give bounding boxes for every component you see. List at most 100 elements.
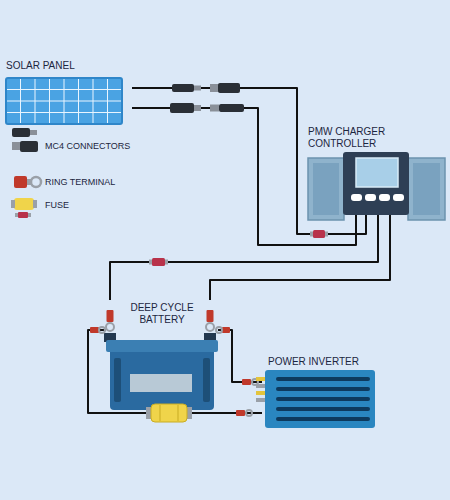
mc4-connectors-part (194, 105, 201, 111)
inverter-drawing-part (276, 417, 370, 421)
ring-terminals-part (246, 410, 252, 416)
legend-icons-part (31, 177, 41, 187)
main-fuse-part (178, 405, 179, 421)
main-fuse (146, 404, 192, 422)
legend-icons-part (14, 176, 27, 188)
mc4-connectors-part (210, 84, 219, 92)
main-fuse-part (160, 405, 161, 421)
legend-icons-part (15, 213, 18, 217)
solar-panel-drawing-part (7, 79, 121, 123)
inline-fuses (149, 230, 328, 266)
ring-terminals-part (216, 327, 222, 333)
wire-connector (218, 330, 262, 382)
inverter-drawing-part (265, 370, 375, 428)
charge-controller-drawing-part (356, 158, 398, 187)
ring-terminals-part (206, 323, 214, 331)
charge-controller-drawing-part (413, 163, 440, 215)
main-fuse-part (151, 404, 187, 422)
power-inverter-node: POWER INVERTER (262, 350, 378, 430)
wire-connector (132, 88, 366, 234)
legend-entry: FUSE (45, 200, 69, 211)
charge-controller-drawing-part (308, 158, 344, 220)
legend-icons-part (18, 212, 28, 218)
legend-icons-part (33, 200, 37, 208)
legend-icons-part (14, 198, 34, 210)
legend-icons (11, 128, 41, 218)
inverter-drawing-part (276, 387, 370, 391)
solar-panel-drawing (6, 78, 122, 124)
inline-fuses-part (310, 232, 313, 237)
wire-connector (110, 215, 378, 300)
inverter-drawing-part (276, 377, 370, 381)
solar-panel-node: SOLAR PANEL (4, 58, 132, 126)
legend-icons-part (30, 130, 37, 135)
battery-drawing (104, 333, 218, 410)
legend-entry: RING TERMINAL (45, 177, 115, 188)
legend-icons-part (12, 142, 21, 150)
inverter-drawing-part (256, 377, 265, 381)
mc4-connectors-part (219, 104, 244, 112)
mc4-connectors (170, 83, 244, 113)
inline-fuses-part (152, 258, 165, 266)
legend-icons-part (11, 200, 15, 208)
battery-drawing-part (114, 358, 121, 402)
battery-drawing-part (130, 374, 192, 392)
ring-terminals-part (99, 327, 105, 333)
inverter-drawing-part (276, 397, 370, 401)
ring-terminals-part (207, 310, 214, 322)
charge-controller-drawing-part (379, 194, 390, 201)
main-fuse-part (146, 407, 151, 419)
solar-panel-label: SOLAR PANEL (6, 60, 130, 72)
ring-terminals-part (222, 327, 230, 333)
solar-panel-drawing-part-part (7, 112, 121, 113)
ring-terminals-part (106, 323, 114, 331)
power-inverter-label: POWER INVERTER (268, 356, 372, 368)
legend-entry: MC4 CONNECTORS (45, 141, 130, 152)
solar-panel-drawing-part-part (7, 101, 121, 102)
charge-controller-drawing-part (351, 194, 362, 201)
mc4-connectors-part (218, 83, 240, 93)
inverter-drawing-part (256, 398, 265, 402)
ring-terminals-part (90, 327, 99, 333)
ring-terminals-part (107, 310, 114, 322)
inline-fuses-part (313, 230, 325, 238)
legend-icons-part (12, 128, 30, 137)
mc4-connectors-part (210, 105, 219, 112)
solar-panel-drawing-part-part (7, 89, 121, 90)
charge-controller-drawing-part (365, 194, 376, 201)
legend-icons-part (28, 213, 31, 217)
mc4-connectors-part (170, 103, 194, 113)
battery-drawing-part (203, 358, 210, 402)
charge-controller-drawing (308, 152, 445, 220)
mc4-connectors-part (194, 86, 201, 91)
inverter-drawing-part (256, 391, 265, 395)
inline-fuses-part (149, 260, 152, 265)
ring-terminals (90, 310, 258, 416)
battery-drawing-part (106, 340, 218, 352)
wire-connector (88, 330, 262, 413)
charge-controller-drawing-part (408, 158, 445, 220)
inverter-drawing-part (256, 384, 265, 388)
legend-label: RING TERMINAL (45, 177, 115, 187)
battery-label: DEEP CYCLE BATTERY (126, 302, 198, 326)
solar-panel-drawing-part (6, 78, 122, 124)
main-fuse-part (187, 407, 192, 419)
charge-controller-drawing-part (393, 194, 404, 201)
battery-node: DEEP CYCLE BATTERY (106, 300, 218, 412)
inverter-drawing-part (276, 407, 370, 411)
ring-terminals-part (242, 379, 251, 385)
inverter-drawing (256, 370, 375, 428)
inline-fuses-part (325, 232, 328, 237)
charge-controller-drawing-part (343, 152, 409, 215)
charge-controller-node: PMW CHARGER CONTROLLER (300, 118, 446, 215)
charge-controller-label: PMW CHARGER CONTROLLER (308, 126, 393, 150)
legend-label: FUSE (45, 200, 69, 210)
mc4-connectors-part (172, 84, 194, 92)
legend-label: MC4 CONNECTORS (45, 141, 130, 151)
battery-drawing-part (110, 345, 214, 410)
ring-terminals-part (236, 410, 245, 416)
legend-icons-part (20, 141, 38, 152)
inline-fuses-part (165, 260, 168, 265)
